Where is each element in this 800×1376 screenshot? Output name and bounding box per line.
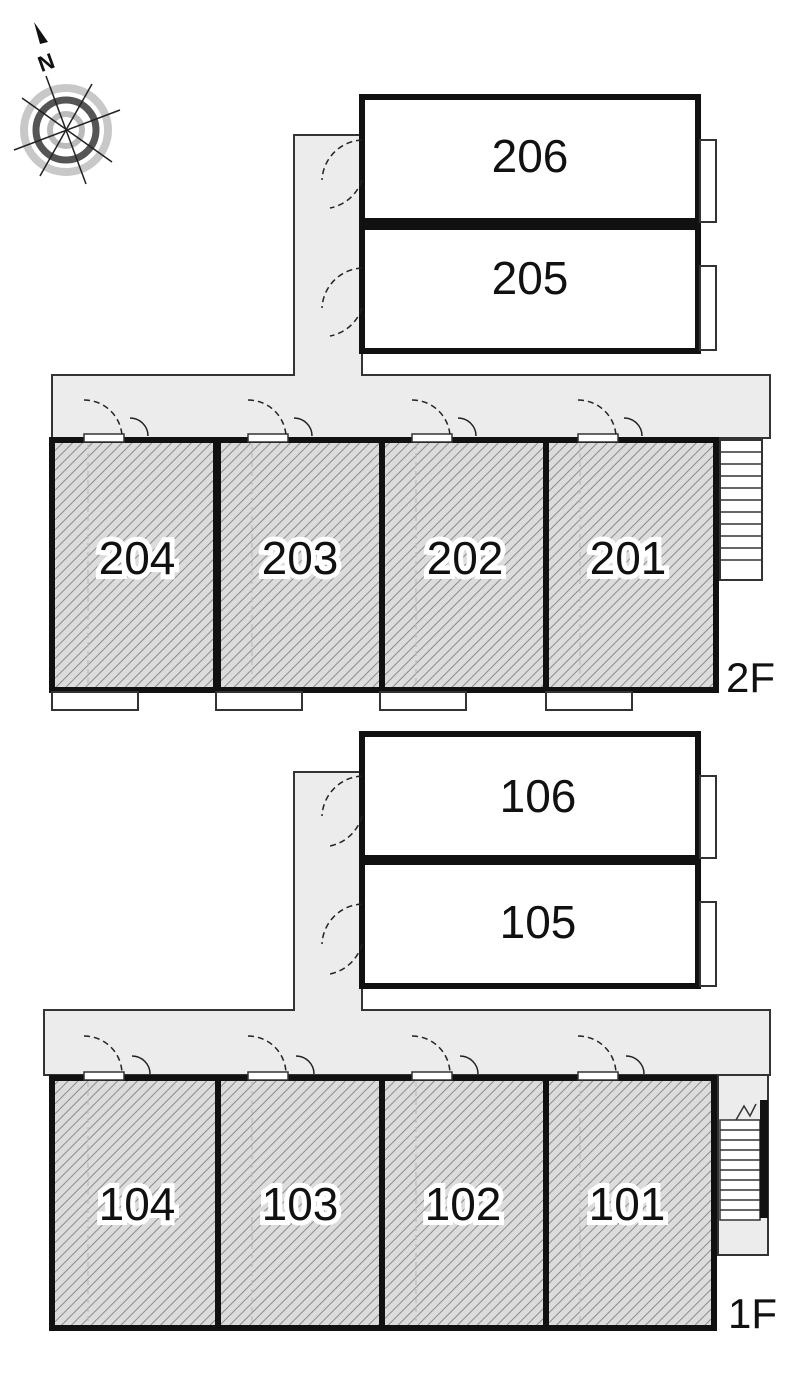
unit-label: 203 xyxy=(262,532,339,584)
unit-201[interactable]: 201 xyxy=(543,399,719,711)
unit-103[interactable]: 103 xyxy=(215,1035,385,1331)
staircase-1f xyxy=(717,1074,769,1256)
floor-1f: 106 105 104 103 xyxy=(43,731,777,1337)
unit-205[interactable]: 205 xyxy=(321,224,717,354)
unit-label: 102 xyxy=(425,1178,502,1230)
unit-106[interactable]: 106 xyxy=(321,731,717,861)
compass-rose-icon: N xyxy=(13,22,121,185)
unit-105[interactable]: 105 xyxy=(321,859,717,989)
unit-label: 206 xyxy=(492,130,569,182)
unit-label: 106 xyxy=(500,770,577,822)
unit-101[interactable]: 101 xyxy=(543,1035,717,1331)
floor-label-1f: 1F xyxy=(728,1290,777,1337)
staircase-2f xyxy=(719,439,763,581)
unit-label: 101 xyxy=(589,1178,666,1230)
unit-204[interactable]: 204 xyxy=(49,399,219,711)
unit-206[interactable]: 206 xyxy=(321,94,717,224)
unit-label: 202 xyxy=(427,532,504,584)
floor-label-2f: 2F xyxy=(726,654,775,701)
floor-2f: 206 205 204 203 xyxy=(49,94,775,711)
unit-label: 205 xyxy=(492,252,569,304)
unit-label: 104 xyxy=(99,1178,176,1230)
unit-label: 201 xyxy=(590,532,667,584)
unit-104[interactable]: 104 xyxy=(49,1035,221,1331)
unit-203[interactable]: 203 xyxy=(215,399,385,711)
unit-label: 103 xyxy=(262,1178,339,1230)
north-label: N xyxy=(34,48,57,77)
unit-102[interactable]: 102 xyxy=(379,1035,549,1331)
unit-202[interactable]: 202 xyxy=(379,399,549,711)
unit-label: 105 xyxy=(500,896,577,948)
unit-label: 204 xyxy=(99,532,176,584)
